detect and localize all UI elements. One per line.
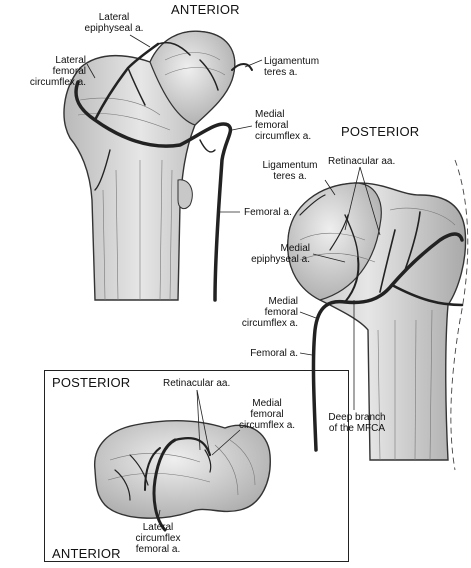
view-title-posterior: POSTERIOR bbox=[341, 124, 420, 139]
lesser-trochanter bbox=[177, 179, 193, 210]
anterior-femoral-head bbox=[149, 30, 236, 126]
inset-femoral-head bbox=[94, 420, 271, 519]
inset-view-title-anterior: ANTERIOR bbox=[52, 546, 121, 561]
view-title-anterior: ANTERIOR bbox=[171, 2, 240, 17]
anterior-femur-view bbox=[63, 30, 263, 302]
anterior-arteries bbox=[74, 41, 253, 302]
inset-view-title-posterior: POSTERIOR bbox=[52, 375, 131, 390]
label-femoral-artery-posterior: Femoral a. bbox=[250, 348, 298, 359]
label-retinacular-arteries-posterior: Retinacular aa. bbox=[328, 156, 396, 167]
inset-femoral-head-view bbox=[94, 389, 271, 532]
posterior-capsule-dashed bbox=[450, 159, 469, 471]
inset-frame bbox=[44, 370, 349, 562]
anterior-leader-lines bbox=[86, 34, 263, 213]
label-retinacular-arteries-inset: Retinacular aa. bbox=[163, 378, 231, 389]
label-femoral-artery-anterior: Femoral a. bbox=[244, 207, 292, 218]
posterior-femur-view bbox=[287, 159, 469, 471]
posterior-arteries bbox=[299, 194, 464, 452]
posterior-leader-lines bbox=[299, 166, 381, 410]
inset-leader-lines bbox=[157, 389, 241, 521]
posterior-bone-texture bbox=[299, 207, 456, 461]
